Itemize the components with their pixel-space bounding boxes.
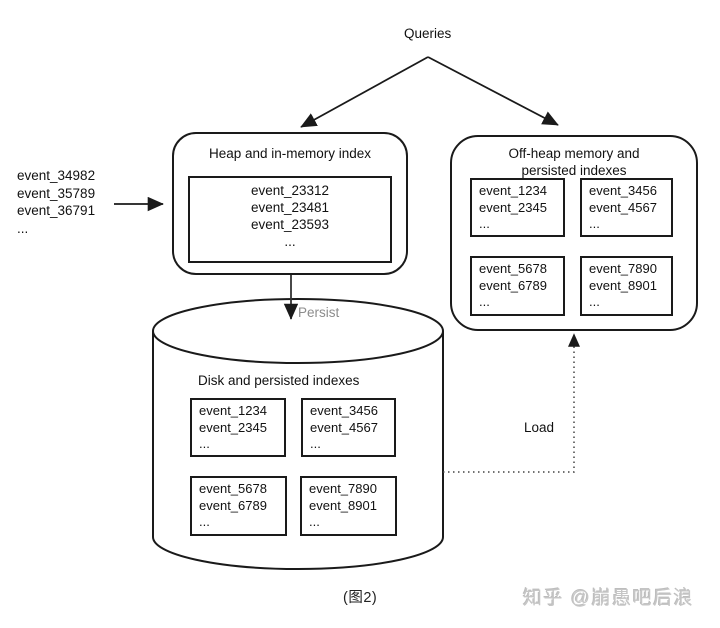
incoming-event-id: event_35789 (17, 185, 96, 201)
events-ellipsis: ... (199, 436, 210, 451)
event-id: event_6789 (479, 277, 547, 293)
events-ellipsis: ... (284, 234, 296, 249)
event-id: event_2345 (479, 199, 547, 215)
persist-label: Persist (298, 305, 340, 320)
offheap-index-box: event_5678 event_6789 ... (470, 256, 565, 316)
event-id: event_8901 (309, 497, 377, 513)
figure-caption: (图2) (343, 590, 378, 606)
heap-index-box: event_23312 event_23481 event_23593 ... (188, 176, 392, 263)
event-id: event_5678 (199, 481, 267, 496)
event-id: event_8901 (589, 277, 657, 293)
incoming-events-ellipsis: ... (17, 220, 29, 236)
queries-label: Queries (404, 26, 452, 41)
disk-node-title: Disk and persisted indexes (198, 373, 360, 388)
offheap-index-box: event_1234 event_2345 ... (470, 178, 565, 237)
disk-index-box: event_7890 event_8901 ... (300, 476, 397, 536)
event-id: event_7890 (309, 481, 377, 496)
offheap-title-line: persisted indexes (521, 163, 627, 178)
event-id: event_1234 (479, 183, 547, 198)
queries-to-offheap-arrow (427, 56, 559, 126)
event-id: event_7890 (589, 261, 657, 276)
load-label: Load (524, 420, 555, 435)
queries-to-heap-arrow (300, 56, 429, 128)
offheap-title-line: Off-heap memory and (508, 146, 640, 161)
events-ellipsis: ... (199, 514, 210, 529)
heap-node-title: Heap and in-memory index (208, 146, 372, 161)
incoming-event-id: event_34982 (17, 168, 96, 183)
offheap-node-title: Off-heap memory and persisted indexes (452, 137, 696, 179)
disk-index-box: event_5678 event_6789 ... (190, 476, 287, 536)
event-id: event_3456 (310, 403, 378, 418)
event-id: event_23312 (250, 183, 330, 198)
event-id: event_5678 (479, 261, 547, 276)
events-ellipsis: ... (309, 514, 320, 529)
events-ellipsis: ... (310, 436, 321, 451)
events-ellipsis: ... (479, 294, 490, 309)
event-id: event_3456 (589, 183, 657, 198)
event-id: event_4567 (589, 199, 657, 215)
event-id: event_4567 (310, 419, 378, 435)
watermark: 知乎 @崩愚吧后浪 (523, 588, 695, 609)
disk-index-box: event_3456 event_4567 ... (301, 398, 396, 457)
offheap-index-box: event_7890 event_8901 ... (580, 256, 673, 316)
incoming-event-id: event_36791 (17, 203, 96, 218)
event-id: event_6789 (199, 497, 267, 513)
load-arrow (443, 333, 580, 473)
event-id: event_2345 (199, 419, 267, 435)
events-ellipsis: ... (479, 216, 490, 231)
offheap-index-box: event_3456 event_4567 ... (580, 178, 673, 237)
event-id: event_1234 (199, 403, 267, 418)
event-id: event_23593 (250, 217, 330, 232)
event-id: event_23481 (250, 200, 330, 215)
events-ellipsis: ... (589, 216, 600, 231)
disk-index-box: event_1234 event_2345 ... (190, 398, 286, 457)
events-ellipsis: ... (589, 294, 600, 309)
incoming-events-list: event_34982 event_35789 event_36791 ... (17, 167, 95, 237)
